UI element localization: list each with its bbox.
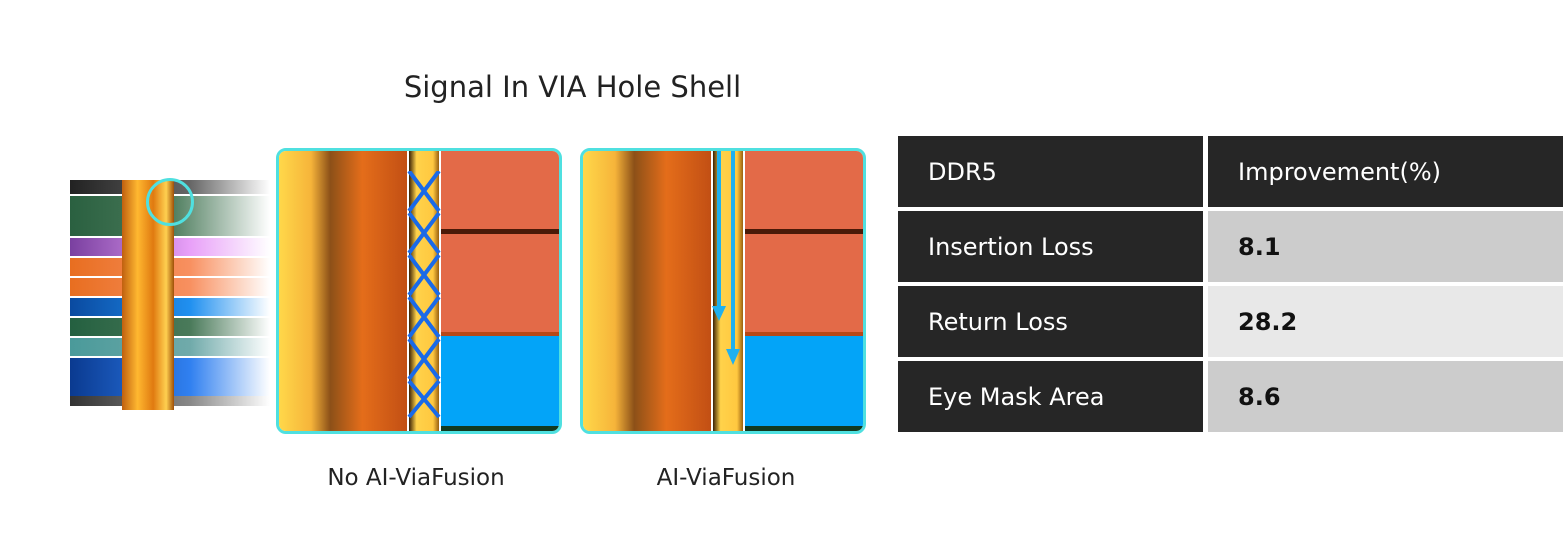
table-header-row: DDR5 Improvement(%) xyxy=(898,136,1563,207)
ddr5-improvement-table: DDR5 Improvement(%) Insertion Loss 8.1 R… xyxy=(893,132,1563,436)
caption-no-viafusion: No AI-ViaFusion xyxy=(327,465,505,491)
table-row: Eye Mask Area 8.6 xyxy=(898,361,1563,432)
straight-signal-arrows-icon xyxy=(712,151,740,365)
metric-cell: Insertion Loss xyxy=(898,211,1203,282)
metric-cell: Return Loss xyxy=(898,286,1203,357)
value-cell: 8.1 xyxy=(1208,211,1563,282)
header-improvement: Improvement(%) xyxy=(1208,136,1563,207)
scattered-signal-arrows-icon xyxy=(407,171,441,419)
diagram-title: Signal In VIA Hole Shell xyxy=(403,70,742,104)
value-cell: 28.2 xyxy=(1208,286,1563,357)
header-ddr5: DDR5 xyxy=(898,136,1203,207)
table-row: Return Loss 28.2 xyxy=(898,286,1563,357)
value-cell: 8.6 xyxy=(1208,361,1563,432)
metric-cell: Eye Mask Area xyxy=(898,361,1203,432)
pcb-stackup-illustration xyxy=(70,168,270,410)
panel-no-viafusion xyxy=(276,148,562,434)
table-row: Insertion Loss 8.1 xyxy=(898,211,1563,282)
panel-viafusion xyxy=(580,148,866,434)
highlight-circle xyxy=(146,178,194,226)
caption-viafusion: AI-ViaFusion xyxy=(656,465,796,491)
